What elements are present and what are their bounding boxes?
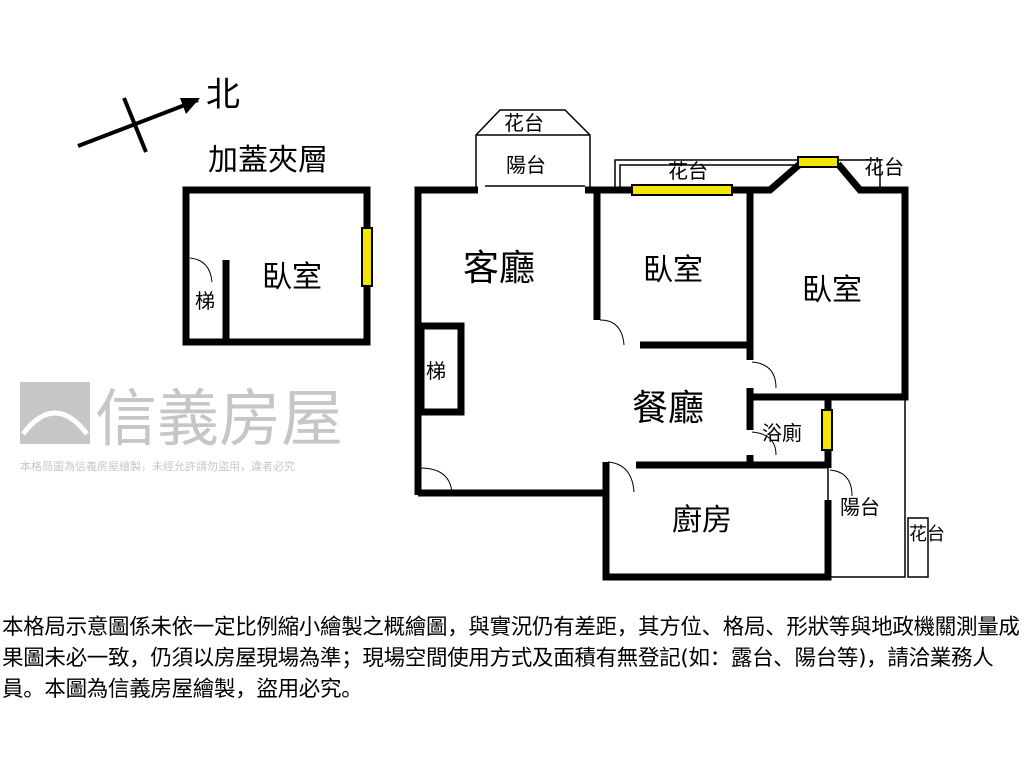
mezzanine-bedroom-label: 臥室 [262,260,322,295]
mezzanine-stairs-label: 梯 [195,289,215,313]
planter-2-label: 花台 [864,155,904,179]
bedroom-1-label: 臥室 [643,253,703,288]
door-balcony-icon [829,469,853,497]
disclaimer-text: 本格局示意圖係未依一定比例縮小繪製之概繪圖，與實況仍有差距，其方位、格局、形狀等… [2,615,1020,702]
door-icons[interactable] [189,257,853,497]
rear-balcony-label: 陽台 [840,495,880,519]
front-balcony-label: 陽台 [506,153,546,177]
watermark-brand: 信義房屋 [95,382,343,455]
window-bathroom [821,409,833,451]
door-bedroom-1-icon [599,319,625,346]
bedroom-2-label: 臥室 [802,273,862,308]
stairs-label: 梯 [426,359,446,383]
door-bathroom-icon [751,431,777,456]
window-bedroom-1 [631,184,733,196]
dining-room-label: 餐廳 [632,388,704,429]
north-arrow-icon [77,97,200,153]
bathroom-label: 浴廁 [762,421,802,445]
kitchen-label: 廚房 [672,503,732,538]
rear-planter-label: 花台 [909,524,945,545]
door-bedroom-2-icon [751,361,777,389]
planter-1-label: 花台 [668,159,708,183]
window-bedroom-2 [797,156,839,168]
watermark: 信義房屋 本格局圖為信義房屋繪製，未經允許請勿盜用，違者必究 [20,382,343,473]
north-label: 北 [206,75,240,115]
mezzanine-title: 加蓋夾層 [208,143,328,178]
door-entry-icon [419,467,453,494]
mezzanine-window [361,227,373,287]
living-room-label: 客廳 [463,248,535,289]
front-planter-label: 花台 [504,111,544,135]
watermark-notice: 本格局圖為信義房屋繪製，未經允許請勿盜用，違者必究 [20,459,295,473]
main-walls [414,161,909,581]
door-kitchen-icon [607,461,635,493]
door-mezzanine-icon [189,257,213,283]
